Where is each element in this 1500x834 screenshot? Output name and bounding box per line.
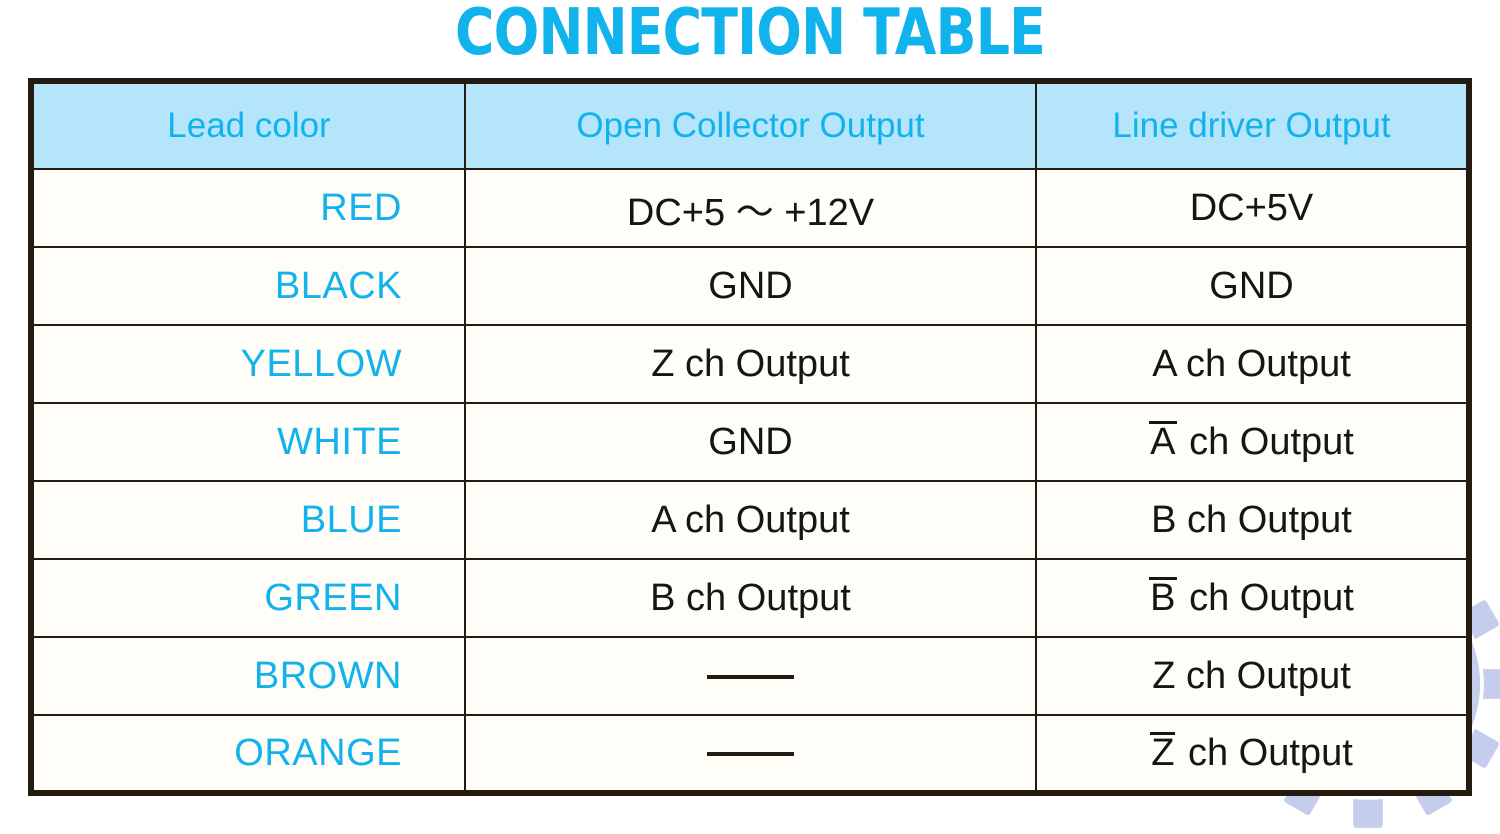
cell-line-driver-output: GND — [1036, 247, 1469, 325]
cell-value: GND — [1209, 265, 1293, 308]
table-row: WHITE GND A ch Output — [31, 403, 1469, 481]
cell-lead-color: RED — [31, 169, 465, 247]
overline-char: Z — [1150, 732, 1175, 772]
cell-open-collector-output: DC+5 ～ +12V — [465, 169, 1036, 247]
cell-value: GND — [708, 265, 792, 308]
overline-char: B — [1149, 577, 1176, 617]
connection-table-container: Lead color Open Collector Output Line dr… — [28, 78, 1472, 790]
cell-open-collector-output: GND — [465, 403, 1036, 481]
table-row: ORANGE Z ch Output — [31, 715, 1469, 793]
cell-value: B ch Output — [650, 577, 851, 620]
table-body: RED DC+5 ～ +12V DC+5V BLACK GND GND YELLOW Z ch… — [31, 169, 1469, 793]
table-row: RED DC+5 ～ +12V DC+5V — [31, 169, 1469, 247]
cell-line-driver-output: B ch Output — [1036, 481, 1469, 559]
cell-lead-color: WHITE — [31, 403, 465, 481]
cell-lead-color: GREEN — [31, 559, 465, 637]
cell-lead-color: YELLOW — [31, 325, 465, 403]
cell-line-driver-output: Z ch Output — [1036, 715, 1469, 793]
cell-open-collector-output — [465, 637, 1036, 715]
table-row: BLACK GND GND — [31, 247, 1469, 325]
cell-line-driver-output: A ch Output — [1036, 403, 1469, 481]
cell-value: B ch Output — [1151, 499, 1352, 542]
cell-open-collector-output: A ch Output — [465, 481, 1036, 559]
cell-value: GND — [708, 421, 792, 464]
cell-value: A ch Output — [1149, 421, 1354, 464]
table-row: BROWN Z ch Output — [31, 637, 1469, 715]
empty-dash-icon — [707, 675, 794, 679]
column-header-lead-color: Lead color — [31, 81, 465, 169]
table-row: BLUE A ch Output B ch Output — [31, 481, 1469, 559]
cell-value: A ch Output — [1152, 343, 1351, 386]
cell-open-collector-output: GND — [465, 247, 1036, 325]
connection-table: Lead color Open Collector Output Line dr… — [28, 78, 1472, 796]
cell-line-driver-output: B ch Output — [1036, 559, 1469, 637]
cell-open-collector-output: Z ch Output — [465, 325, 1036, 403]
overline-char: A — [1149, 421, 1176, 461]
cell-line-driver-output: A ch Output — [1036, 325, 1469, 403]
cell-value: DC+5V — [1190, 187, 1314, 230]
cell-lead-color: BLUE — [31, 481, 465, 559]
header-row: Lead color Open Collector Output Line dr… — [31, 81, 1469, 169]
cell-value: DC+5 ～ +12V — [627, 181, 874, 236]
cell-open-collector-output — [465, 715, 1036, 793]
cell-line-driver-output: Z ch Output — [1036, 637, 1469, 715]
cell-line-driver-output: DC+5V — [1036, 169, 1469, 247]
cell-value: Z ch Output — [651, 343, 850, 386]
page-title: CONNECTION TABLE — [120, 0, 1380, 70]
empty-dash-icon — [707, 752, 794, 756]
cell-value: Z ch Output — [1150, 732, 1353, 775]
cell-lead-color: BLACK — [31, 247, 465, 325]
cell-lead-color: BROWN — [31, 637, 465, 715]
column-header-open-collector-output: Open Collector Output — [465, 81, 1036, 169]
table-row: GREEN B ch Output B ch Output — [31, 559, 1469, 637]
cell-value: Z ch Output — [1152, 655, 1351, 698]
cell-value: B ch Output — [1149, 577, 1354, 620]
cell-open-collector-output: B ch Output — [465, 559, 1036, 637]
table-row: YELLOW Z ch Output A ch Output — [31, 325, 1469, 403]
column-header-line-driver-output: Line driver Output — [1036, 81, 1469, 169]
table-header: Lead color Open Collector Output Line dr… — [31, 81, 1469, 169]
cell-value: A ch Output — [651, 499, 850, 542]
cell-lead-color: ORANGE — [31, 715, 465, 793]
